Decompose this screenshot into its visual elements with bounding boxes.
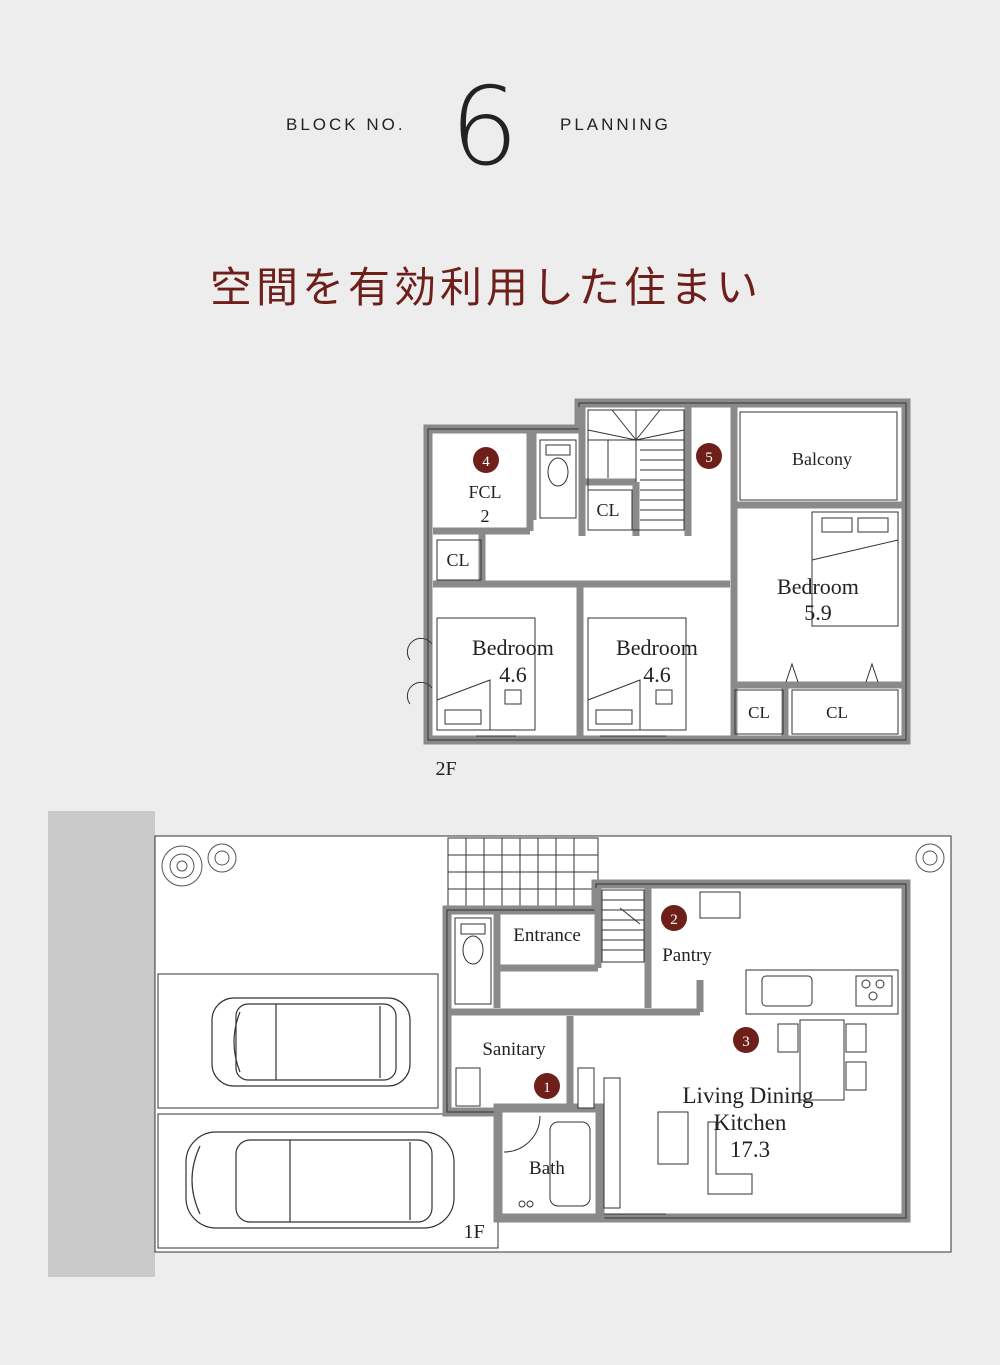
marker-3-label: 3 — [742, 1034, 750, 1050]
floor1-label: 1F — [463, 1221, 484, 1243]
kitchen-counter — [699, 891, 899, 1015]
porch-tiles — [447, 837, 599, 907]
side-strip — [48, 811, 155, 1277]
header-prefix: BLOCK NO. — [286, 115, 406, 134]
marker-5-label: 5 — [705, 450, 713, 466]
balcony-label: Balcony — [792, 449, 852, 469]
floor2-furniture — [406, 411, 899, 737]
bedroom-mid-label: Bedroom — [616, 635, 698, 660]
ldk-label-line2: Kitchen — [714, 1110, 787, 1135]
bedroom-right-label: Bedroom — [777, 574, 859, 599]
bath-fixtures — [455, 1067, 595, 1208]
floor2-toilet — [539, 439, 577, 519]
cl-top-label: CL — [596, 500, 619, 520]
floor2-label: 2F — [435, 758, 456, 780]
cl-bottom-mid-label: CL — [748, 703, 770, 722]
floor1-plan: 1 2 3 Entrance Pantry Sanitary Bath Livi… — [154, 835, 952, 1253]
ldk-label-line1: Living Dining — [683, 1083, 814, 1108]
fcl-size: 2 — [481, 506, 490, 526]
bath-label: Bath — [529, 1158, 565, 1179]
marker-1-label: 1 — [543, 1080, 551, 1096]
header-suffix: PLANNING — [560, 115, 671, 134]
marker-4-label: 4 — [482, 454, 490, 470]
marker-2 — [661, 905, 687, 931]
floor2-plan: 4 5 FCL 2 CL CL Balcony Bedroom 5.9 Bedr… — [406, 398, 911, 780]
bedroom-left-label: Bedroom — [472, 635, 554, 660]
entrance-label: Entrance — [513, 925, 581, 946]
bedroom-left-size: 4.6 — [499, 662, 527, 687]
fcl-label: FCL — [468, 482, 501, 502]
floor1-toilet — [454, 917, 492, 1005]
block-number: 6 — [450, 65, 519, 190]
parking-space-2 — [157, 1113, 499, 1249]
ldk-size: 17.3 — [730, 1137, 770, 1162]
page-tagline: 空間を有効利用した住まい — [210, 263, 763, 312]
bedroom-mid-size: 4.6 — [643, 662, 671, 687]
marker-4 — [473, 447, 499, 473]
cl-left-label: CL — [446, 550, 469, 570]
floor1-stairs — [601, 889, 645, 963]
floor2-stairs — [587, 409, 685, 531]
pantry-label: Pantry — [662, 945, 712, 966]
car-1 — [211, 997, 411, 1087]
cl-bottom-right-label: CL — [826, 703, 848, 722]
tree-icons — [161, 843, 945, 887]
sanitary-label: Sanitary — [482, 1039, 546, 1060]
marker-2-label: 2 — [670, 912, 678, 928]
marker-1 — [534, 1073, 560, 1099]
bedroom-right-size: 5.9 — [804, 600, 832, 625]
floor2-inner-walls — [433, 407, 902, 736]
marker-5 — [696, 443, 722, 469]
car-2 — [185, 1131, 455, 1229]
dining-set — [603, 1019, 867, 1209]
marker-3 — [733, 1027, 759, 1053]
floor1-inner-walls — [451, 888, 704, 1108]
